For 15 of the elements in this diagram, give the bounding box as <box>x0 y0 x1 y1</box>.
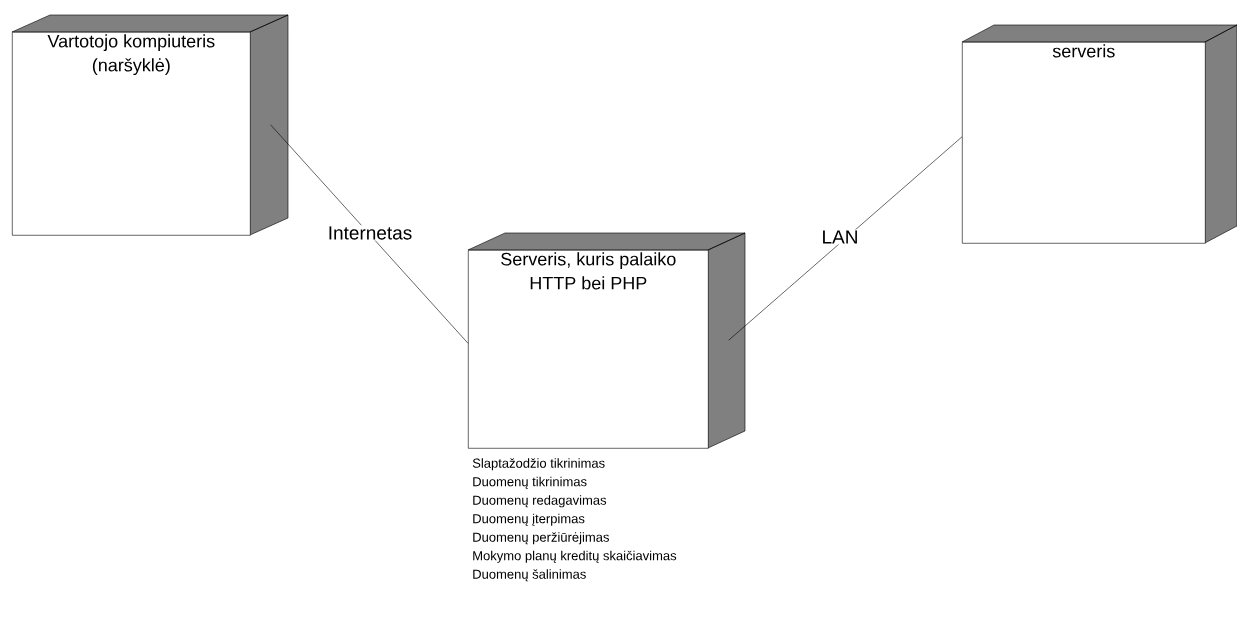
node-label: Duomenų peržiūrėjimas <box>473 532 609 545</box>
node-label: Duomenų įterpimas <box>473 513 585 526</box>
edge-label: LAN <box>820 229 860 245</box>
node-label: Mokymo planų kreditų skaičiavimas <box>473 550 677 563</box>
node-label: Duomenų redagavimas <box>473 495 607 508</box>
node-label: Duomenų šalinimas <box>473 569 586 582</box>
connector-line <box>270 124 469 344</box>
node-label: Slaptažodžio tikrinimas <box>472 458 605 471</box>
node-box: serveris <box>961 24 1237 244</box>
node-box: Serveris, kuris palaiko HTTP bei PHP <box>467 232 746 449</box>
node-label: Duomenų tikrinimas <box>473 476 587 489</box>
function-list: Slaptažodžio tikrinimas Duomenų tikrinimas Duomenų redagavimas Duomenų įterpimas Duomenų peržiūrėjimas Mokymo planų kreditų skaičiavimas Duomenų šalinimas <box>472 458 677 582</box>
node-box: Vartotojo kompiuteris (naršyklė) <box>11 14 289 236</box>
connector-line <box>728 136 963 341</box>
edge-label: Internetas <box>326 225 414 241</box>
